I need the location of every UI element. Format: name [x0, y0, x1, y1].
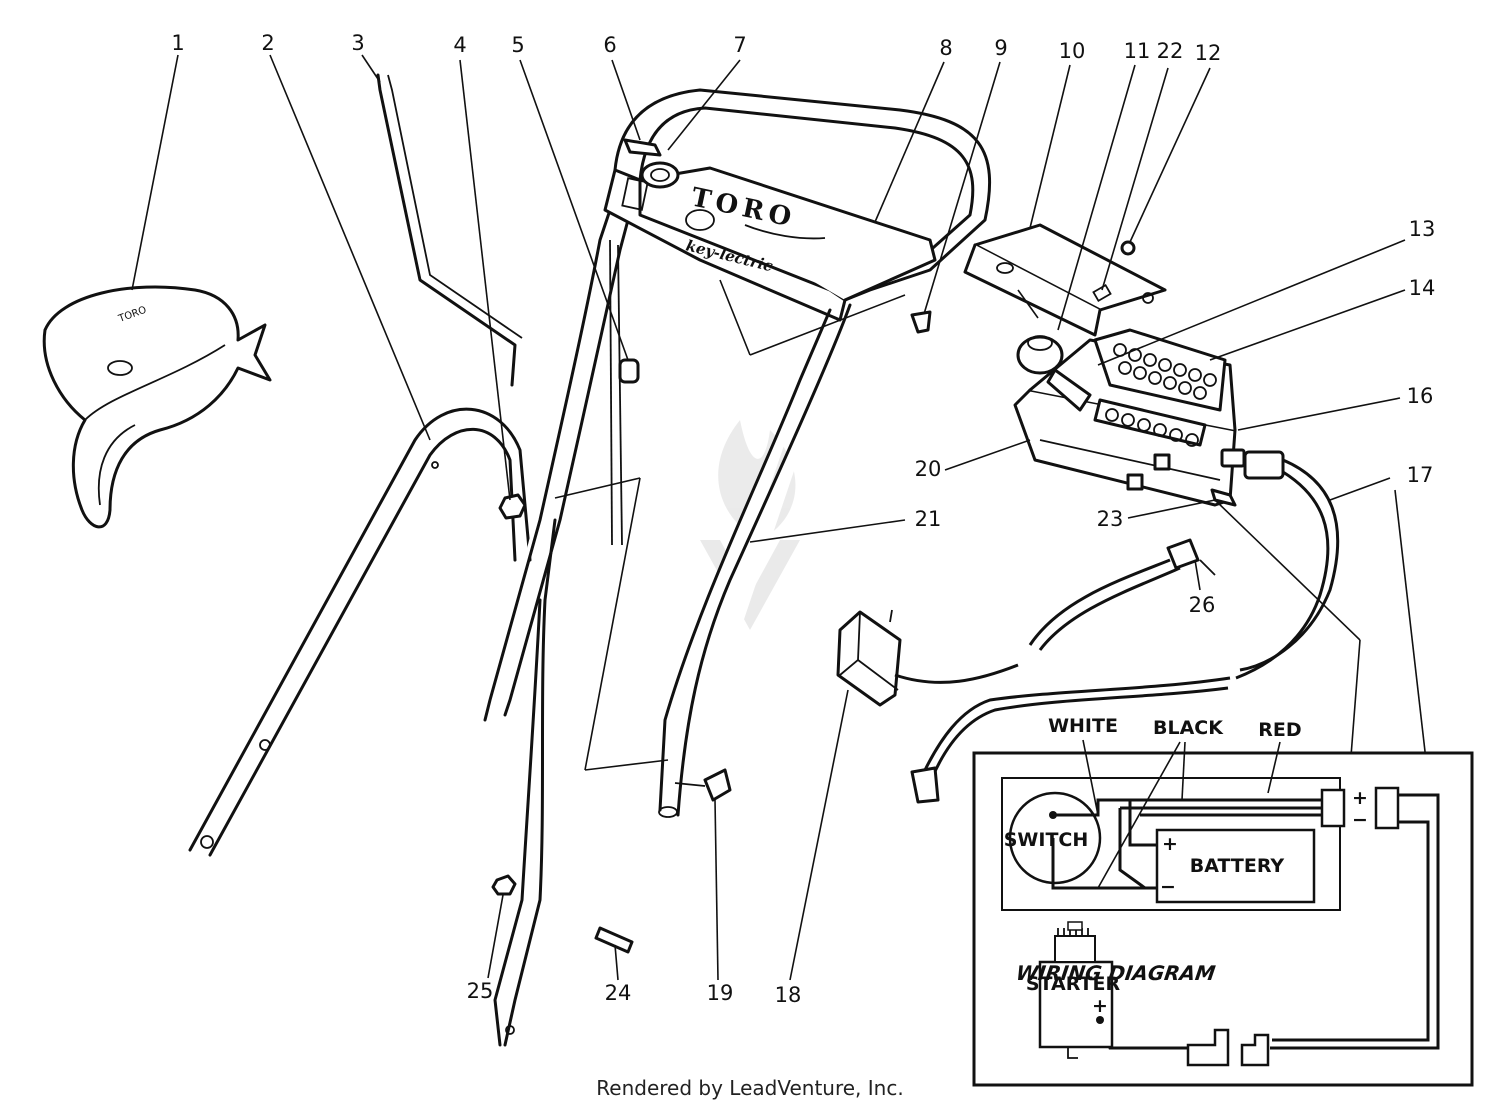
- part-1-shroud: TORO: [42, 285, 272, 529]
- part-12-screw: [1120, 240, 1136, 256]
- part-3-control-rod: [376, 73, 523, 387]
- wire-label-white: WHITE: [1048, 715, 1118, 737]
- part-2-lower-handle: [188, 407, 532, 857]
- callout-2: 2: [261, 31, 274, 55]
- part-16-connector: [1220, 448, 1285, 480]
- starter-symbol: STARTER +: [1026, 921, 1121, 1059]
- part-18-charger: [836, 609, 1019, 707]
- wire-label-red: RED: [1258, 719, 1301, 741]
- callout-18: 18: [775, 983, 802, 1007]
- part-11-ignition-switch: [1016, 335, 1092, 412]
- left-upper-handle: [483, 208, 630, 1047]
- callout-24: 24: [605, 981, 632, 1005]
- battery-minus: −: [1160, 876, 1176, 898]
- starter-plus: +: [1092, 995, 1108, 1017]
- part-4-nut: [498, 493, 527, 520]
- callout-11: 11: [1124, 39, 1151, 63]
- callout-3: 3: [351, 31, 364, 55]
- starter-label: STARTER: [1026, 973, 1121, 995]
- battery-plus: +: [1162, 833, 1178, 855]
- footer-credit: Rendered by LeadVenture, Inc.: [596, 1076, 904, 1100]
- callout-12: 12: [1195, 41, 1222, 65]
- plug-symbols: [1186, 1028, 1270, 1067]
- part-6-key: [623, 138, 662, 157]
- part-5-clip: [618, 358, 640, 384]
- part-17-cable: [910, 458, 1340, 804]
- callout-8: 8: [939, 36, 952, 60]
- callout-26: 26: [1189, 593, 1216, 617]
- switch-label: SWITCH: [1004, 829, 1089, 851]
- battery-label: BATTERY: [1190, 855, 1285, 877]
- callout-19: 19: [707, 981, 734, 1005]
- wiring-connector: + −: [1320, 786, 1400, 831]
- callout-5: 5: [511, 33, 524, 57]
- part-25-nut: [491, 874, 517, 896]
- callout-7: 7: [733, 33, 746, 57]
- callout-numbers: 1 2 3 4 5 6 7 8 9 10 11 22 12 13 14 16 2…: [171, 31, 1435, 1007]
- callout-22: 22: [1157, 39, 1184, 63]
- part-19-knob: [674, 768, 732, 802]
- callout-6: 6: [603, 33, 616, 57]
- callout-20: 20: [915, 457, 942, 481]
- callout-14: 14: [1409, 276, 1436, 300]
- part-8-upper-handle: TORO key-lectric: [603, 88, 992, 322]
- wiring-diagram: WHITE BLACK RED SWITCH BATTERY + − + −: [972, 715, 1474, 1087]
- wiring-diagram-title: WIRING DIAGRAM: [1015, 961, 1217, 985]
- part-14-battery-cells: [1093, 328, 1227, 447]
- part-26-charger-lead: [1028, 538, 1216, 651]
- callout-9: 9: [994, 36, 1007, 60]
- wire-label-black: BLACK: [1153, 717, 1224, 739]
- callout-13: 13: [1409, 217, 1436, 241]
- battery-symbol: BATTERY + −: [1155, 828, 1316, 904]
- callout-16: 16: [1407, 384, 1434, 408]
- connector-plus: +: [1352, 787, 1368, 809]
- part-7-switch-nut: [640, 161, 680, 189]
- wiring-lines: [1051, 793, 1440, 1050]
- part-24-pin: [594, 926, 634, 954]
- callout-25: 25: [467, 979, 494, 1003]
- callout-23: 23: [1097, 507, 1124, 531]
- callout-4: 4: [453, 33, 466, 57]
- callout-17: 17: [1407, 463, 1434, 487]
- connector-minus: −: [1352, 809, 1368, 831]
- leader-lines: [131, 54, 1431, 981]
- callout-21: 21: [915, 507, 942, 531]
- part-23-terminal: [1210, 488, 1237, 507]
- part-9-screw: [910, 310, 932, 334]
- callout-1: 1: [171, 31, 184, 55]
- part-10-cover-plate: [963, 223, 1167, 337]
- callout-10: 10: [1059, 39, 1086, 63]
- part-21-right-handle: [658, 303, 852, 818]
